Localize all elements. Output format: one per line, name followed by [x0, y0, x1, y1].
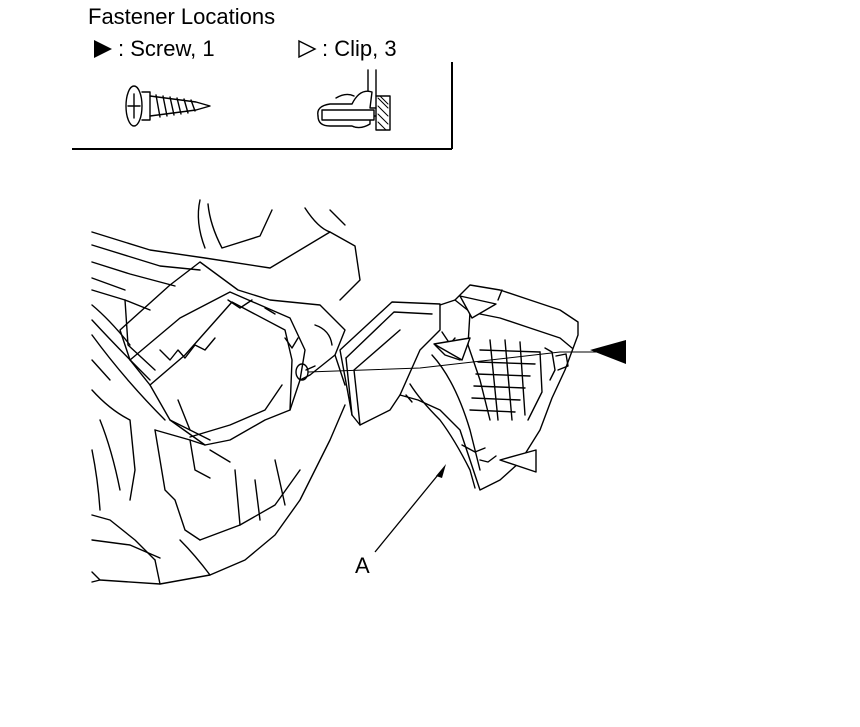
- legend-title: Fastener Locations: [88, 4, 276, 29]
- screw-marker: [590, 340, 626, 364]
- clip-marker-middle: [433, 337, 471, 361]
- legend-clip-entry: : Clip, 3: [296, 36, 397, 62]
- callout-label-a: A: [355, 553, 370, 578]
- callout-a-leader: [374, 464, 446, 553]
- legend-clip-label: : Clip, 3: [322, 36, 397, 61]
- air-vent-assembly: [339, 284, 579, 491]
- filled-triangle-icon: [92, 38, 114, 60]
- screw-illustration: [125, 85, 211, 127]
- dashboard-panel: [91, 199, 361, 585]
- legend-screw-entry: : Screw, 1: [92, 36, 215, 62]
- clip-marker-upper: [459, 295, 497, 319]
- legend-box-right: [451, 62, 453, 149]
- vent-opening: [119, 261, 346, 446]
- guide-line: [307, 351, 613, 373]
- clip-marker-lower: [499, 449, 537, 473]
- legend-box-bottom: [72, 148, 452, 150]
- open-triangle-icon: [296, 38, 318, 60]
- legend-screw-label: : Screw, 1: [118, 36, 215, 61]
- clip-illustration: [317, 69, 391, 131]
